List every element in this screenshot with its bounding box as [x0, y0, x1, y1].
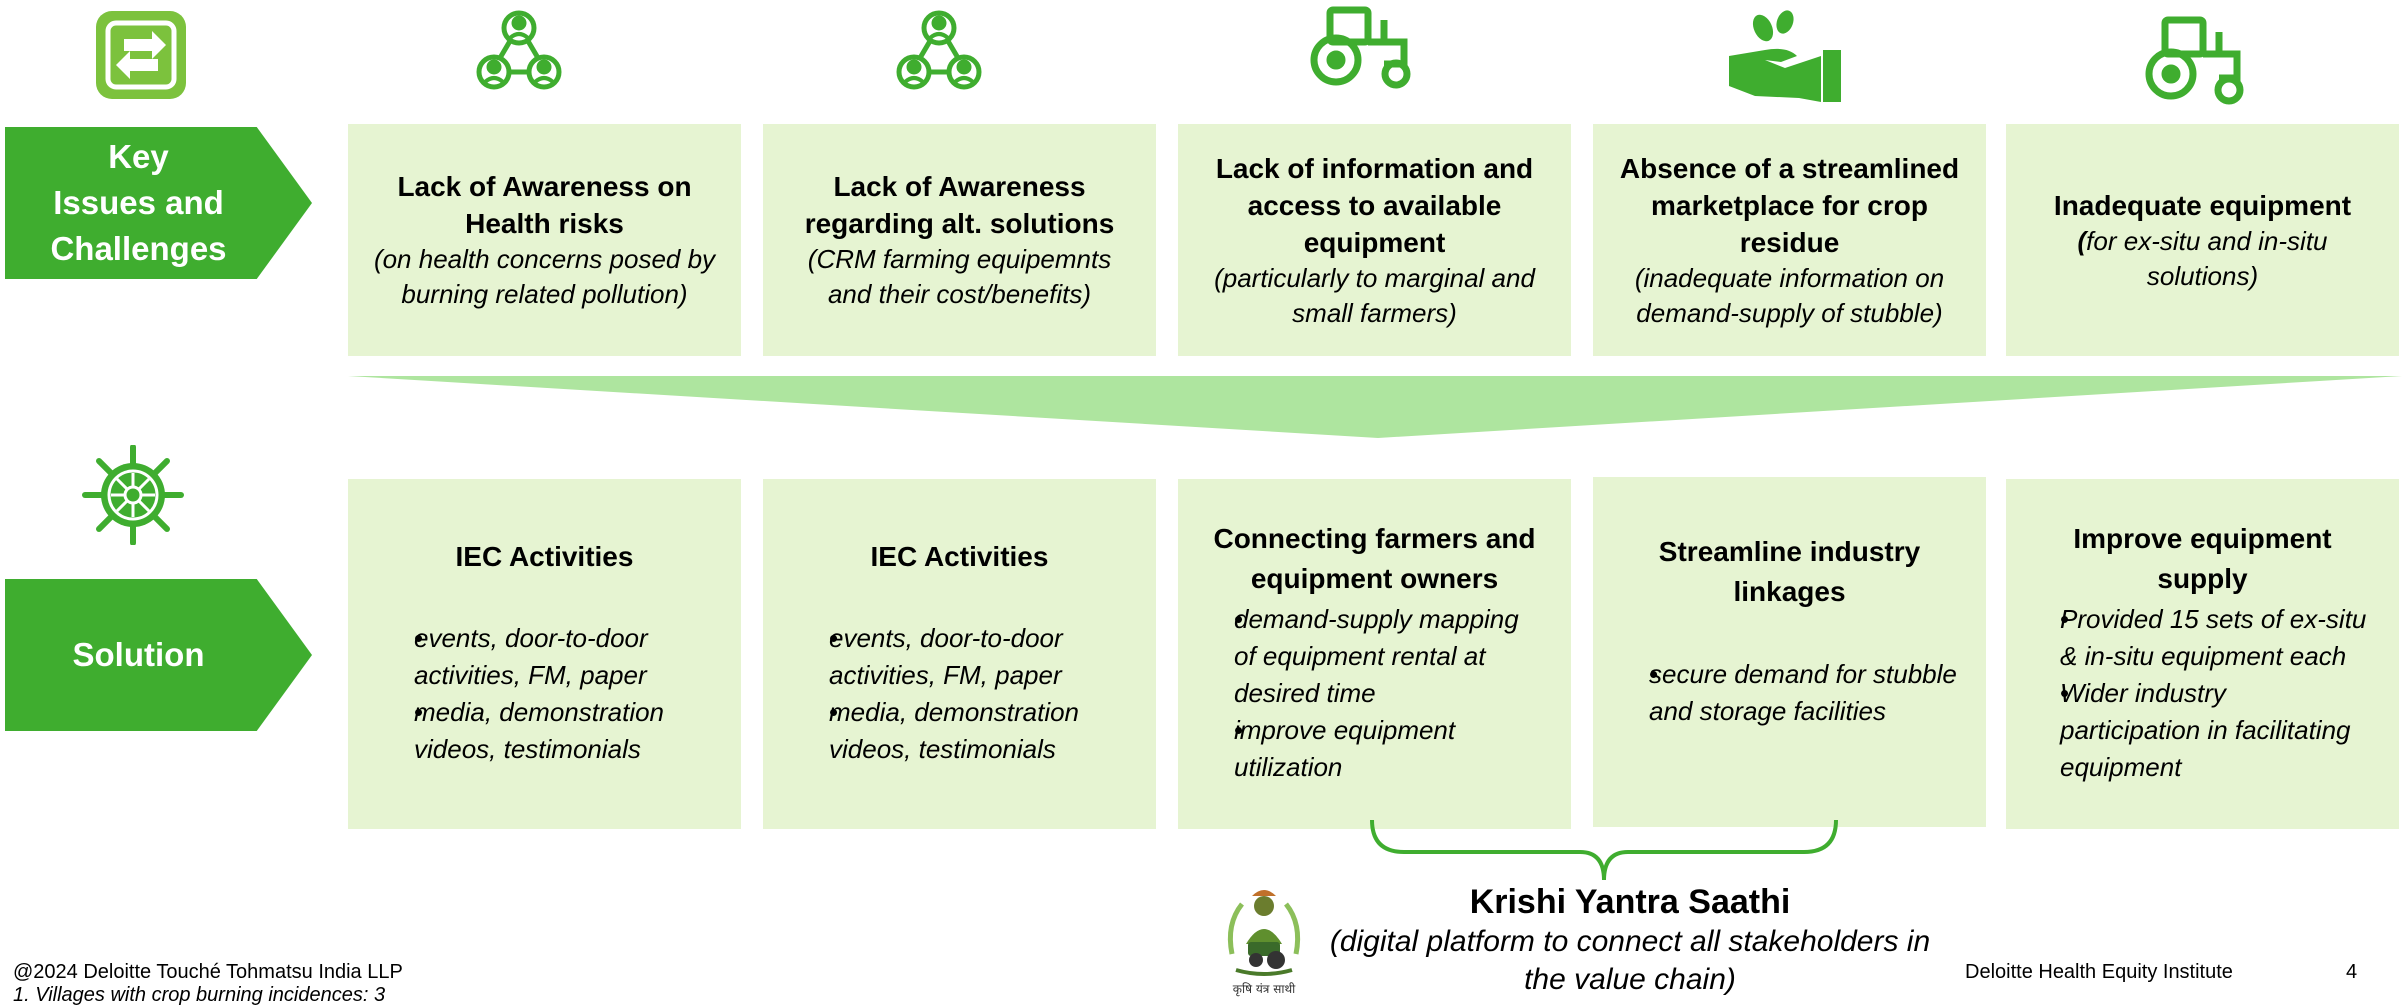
issue-card: Inadequate equipment (for ex-situ and in…	[2006, 124, 2399, 356]
swap-arrows-icon	[94, 9, 188, 106]
copyright: @2024 Deloitte Touché Tohmatsu India LLP	[13, 961, 403, 983]
krishi-yantra-saathi-logo: कृषि यंत्र साथी	[1222, 884, 1306, 996]
people-network-icon	[896, 8, 982, 97]
issues-row-label: Key Issues and Challenges	[5, 127, 312, 279]
page-number: 4	[2346, 961, 2358, 983]
issues-label-line: Issues and	[53, 184, 224, 221]
platform-name: Krishi Yantra Saathi	[1469, 883, 1791, 921]
solution-title: IEC Activities	[455, 541, 634, 572]
solution-card: IEC Activities events, door-to-dooractiv…	[763, 479, 1156, 829]
issues-label-line: Challenges	[50, 230, 227, 267]
organization-name: Deloitte Health Equity Institute	[1965, 961, 2233, 983]
logo-caption: कृषि यंत्र साथी	[1232, 982, 1296, 996]
solution-row-label: Solution	[5, 579, 312, 731]
ship-wheel-icon	[77, 444, 189, 550]
issue-title: Inadequate equipment	[2053, 189, 2352, 221]
people-network-icon	[476, 8, 562, 97]
bullet-item: Provided 15 sets of ex-situ& in-situ equ…	[2020, 601, 2393, 675]
solution-bullets: Provided 15 sets of ex-situ& in-situ equ…	[2020, 601, 2393, 786]
grouping-brace	[1368, 818, 1840, 887]
footnote: 1. Villages with crop burning incidences…	[13, 984, 386, 1006]
hand-coins-icon	[1725, 10, 1841, 107]
tractor-icon	[1308, 4, 1418, 95]
funnel-arrow	[348, 374, 2402, 443]
platform-description: (digital platform to connect all stakeho…	[1329, 925, 1931, 996]
solution-card: IEC Activities events, door-to-dooractiv…	[348, 479, 741, 829]
issue-subtitle: (for ex-situ and in-situ solutions)	[2077, 225, 2328, 291]
issues-label-line: Key	[108, 138, 169, 175]
tractor-icon	[2143, 14, 2251, 111]
solution-title: IEC Activities	[870, 541, 1049, 572]
